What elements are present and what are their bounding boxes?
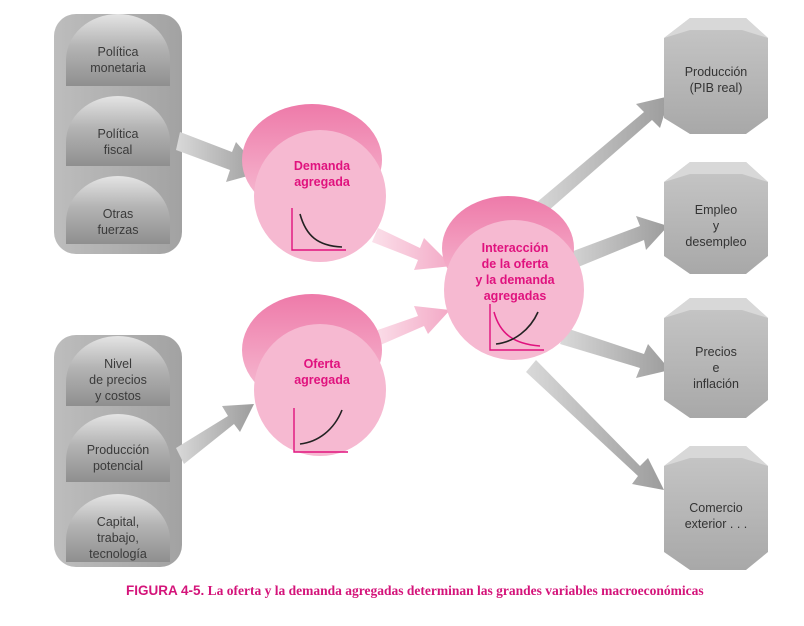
supply-node: [242, 294, 386, 456]
supply-curve-icon: [293, 408, 348, 453]
label-precios: Precios e inflación: [693, 345, 739, 391]
dome-nivel-precios: [66, 336, 170, 406]
label-produccion: Producción (PIB real): [684, 65, 748, 95]
arrow-to-precios: [560, 328, 670, 378]
label-interaccion: Interacción de la oferta y la demanda ag…: [475, 241, 555, 303]
dome-politica-fiscal: [66, 96, 170, 166]
caption-text: La oferta y la demanda agregadas determi…: [207, 583, 704, 598]
arrow-demand-to-interaction: [372, 228, 452, 270]
hex-comercio: [664, 446, 768, 570]
hex-empleo: [664, 162, 768, 274]
figure-caption: FIGURA 4-5. La oferta y la demanda agreg…: [126, 583, 766, 599]
label-nivel-precios: Nivel de precios y costos: [89, 357, 147, 403]
label-empleo: Empleo y desempleo: [685, 203, 747, 249]
arrow-to-demand: [176, 132, 262, 182]
label-capital-trabajo: Capital, trabajo, tecnología: [89, 515, 147, 561]
dome-capital-trabajo: [66, 494, 170, 562]
dome-otras-fuerzas: [66, 176, 170, 244]
arrow-to-produccion: [530, 96, 670, 218]
arrow-to-supply: [176, 404, 254, 464]
label-comercio: Comercio exterior . . .: [684, 501, 748, 531]
label-demanda-agregada: Demanda agregada: [293, 159, 351, 189]
label-otras-fuerzas: Otras fuerzas: [97, 207, 139, 237]
dome-produccion-potencial: [66, 414, 170, 482]
hex-precios: [664, 298, 768, 418]
label-politica-monetaria: Política monetaria: [90, 45, 146, 75]
interaction-curve-icon: [489, 304, 544, 351]
label-politica-fiscal: Política fiscal: [97, 127, 139, 157]
arrow-to-empleo: [560, 216, 668, 272]
arrow-supply-to-interaction: [372, 306, 450, 346]
dome-politica-monetaria: [66, 14, 170, 86]
interaction-node: [442, 196, 584, 360]
hex-produccion: [664, 18, 768, 134]
demand-curve-icon: [291, 208, 346, 251]
arrow-to-comercio: [526, 360, 664, 490]
label-oferta-agregada: Oferta agregada: [294, 357, 350, 387]
label-produccion-potencial: Producción potencial: [86, 443, 150, 473]
caption-figure-number: FIGURA 4-5.: [126, 583, 205, 598]
demand-node: [242, 104, 386, 262]
